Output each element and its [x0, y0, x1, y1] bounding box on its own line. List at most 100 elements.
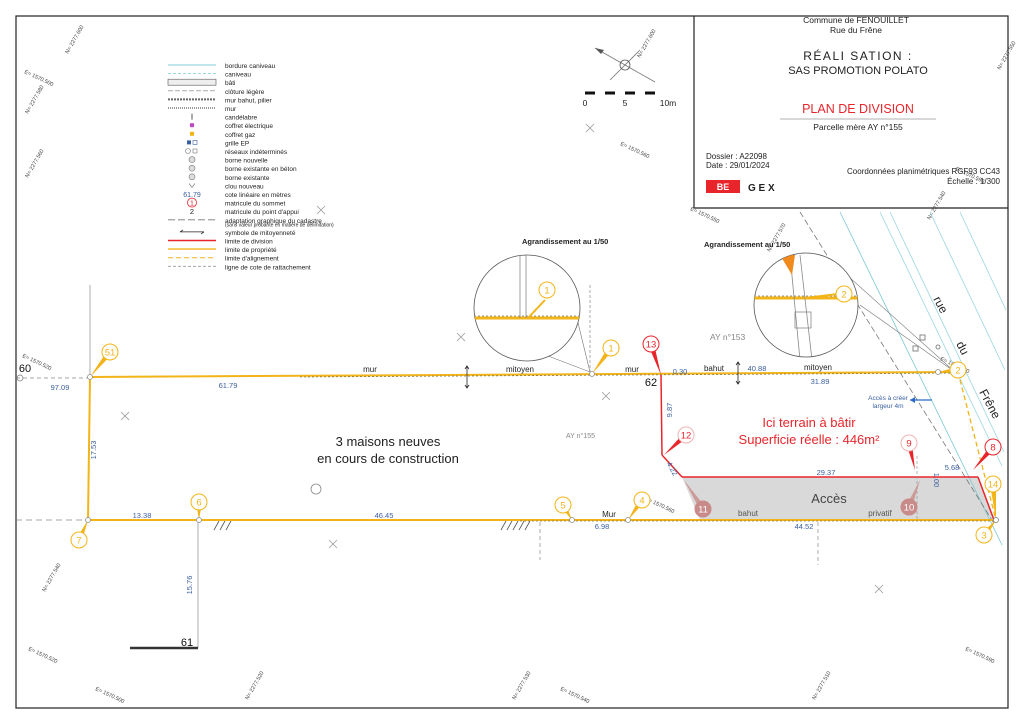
grid-label: N= 2277.600	[65, 25, 86, 55]
borne-nouvelle-icon	[188, 156, 196, 163]
legend-label: borne existante	[225, 175, 270, 182]
vertex-circle-icon	[900, 434, 918, 452]
vertex-label: 7	[76, 536, 81, 547]
vertex-label: 13	[646, 340, 657, 351]
borne-icon	[625, 517, 631, 523]
borne-icon	[569, 517, 575, 523]
grid-label: N= 2277.600	[637, 29, 658, 59]
date: Date : 29/01/2024	[706, 161, 770, 170]
vertex-14: 14	[984, 475, 1002, 523]
vertex-circle-icon	[694, 500, 712, 518]
vertex-label: 8	[990, 443, 995, 454]
vertex-circle-icon	[633, 491, 651, 509]
vertex-circle-icon	[190, 493, 208, 511]
legend-label: matricule du point d'appui	[225, 209, 299, 216]
wall-label: bahut	[738, 509, 759, 518]
vertex-circle-icon	[677, 426, 695, 444]
marker-label: 1	[544, 286, 549, 297]
vertex-label: 9	[906, 439, 911, 450]
vertex-circle-icon	[900, 498, 918, 516]
coffret-gaz-icon	[190, 131, 194, 136]
dimension-15.76: 15.76	[185, 576, 194, 595]
grid-label: E= 1570.550	[689, 206, 720, 225]
grid-label: N= 2277.550	[997, 41, 1018, 71]
legend-cote-sample: 61.79	[183, 192, 201, 199]
grid-label: E= 1570.560	[619, 141, 650, 160]
vertex-circle-icon	[602, 339, 620, 357]
bati-icon	[167, 78, 217, 86]
vertex-6: 6	[190, 493, 208, 523]
dimension-0.30: 0.30	[673, 367, 688, 376]
legend-label: bâti	[225, 80, 235, 87]
coffret-electrique-icon	[190, 123, 194, 128]
legend-label: caniveau	[225, 72, 251, 79]
dimension-29.37: 29.37	[817, 468, 836, 477]
marker-circle-icon	[538, 281, 556, 299]
vertex-2: 2	[935, 361, 967, 379]
legend-candelabre: candélabre	[191, 113, 258, 122]
vertex-11: 11	[684, 480, 712, 518]
vertex-label: 51	[105, 348, 116, 359]
vertex-12: 12	[664, 426, 695, 455]
drawing-frame	[15, 15, 1009, 709]
wall-label: mitoyen	[804, 363, 832, 372]
borne-icon	[993, 517, 999, 523]
vertex-pin-icon	[990, 483, 996, 520]
wall-label: Mur	[602, 510, 616, 519]
commune: Commune de FENOUILLET	[803, 15, 909, 25]
scale-ratio: Échelle : 1/300	[947, 177, 1000, 186]
enlargement-label-2: Agrandissement au 1/50	[704, 240, 790, 249]
legend-label: borne nouvelle	[225, 158, 268, 165]
legend-matricule-sommet: 1 matricule du sommet	[187, 197, 286, 208]
legend-limite-division: limite de division	[168, 239, 273, 246]
vertex-circle-icon	[642, 335, 660, 353]
vertex-7: 7	[70, 517, 91, 549]
vertex-1: 1	[589, 339, 620, 377]
station-60: 60	[19, 363, 31, 375]
grid-label: N= 2277.510	[812, 671, 833, 701]
legend-label: candélabre	[225, 115, 258, 122]
access-to-create-2: largeur 4m	[872, 403, 903, 410]
legend-mur: mur	[168, 106, 237, 113]
logo-mark-box	[706, 180, 740, 193]
legend-limite-alignement: limite d'alignement	[168, 256, 279, 263]
light-fences	[16, 285, 819, 650]
map-labels: AY n°153 AY n°155 3 maisons neuves en co…	[310, 294, 1004, 495]
division-limits	[660, 374, 995, 521]
grid-label: E= 1570.540	[559, 686, 590, 705]
scale-tick-5: 5	[623, 98, 628, 108]
street-label-2: du	[953, 339, 972, 357]
scale-tick-10: 10m	[660, 98, 677, 108]
vertex-label: 3	[981, 531, 986, 542]
station-61: 61	[181, 637, 193, 649]
dimension-40.88: 40.88	[748, 364, 767, 373]
wall-label: privatif	[868, 509, 892, 518]
legend-label: limite de division	[225, 239, 273, 246]
legend-sommet-sample: 1	[190, 201, 194, 208]
legend-label: limite d'alignement	[225, 256, 279, 263]
vertex-circle-icon	[554, 496, 572, 514]
street-edges	[799, 211, 1007, 546]
vertex-label: 14	[988, 480, 999, 491]
title-block: Commune de FENOUILLET Rue du Frêne RÉALI…	[706, 15, 1001, 194]
legend-label: matricule du sommet	[225, 201, 286, 208]
matricule-sommet-icon: 1	[187, 197, 197, 208]
legend-label: cote linéaire en mètres	[225, 192, 292, 199]
enlargement-1: Agrandissement au 1/50	[473, 237, 608, 373]
vertex-label: 4	[639, 496, 644, 507]
candelabre-icon	[935, 344, 941, 350]
vertex-label: 5	[560, 501, 565, 512]
tree-icon	[310, 483, 322, 495]
legend-bati: bâti	[167, 78, 235, 87]
houses-label-2: en cours de construction	[317, 451, 459, 466]
legend-borne-beton: borne existante en béton	[188, 164, 297, 173]
legend-reseaux: réseaux indéterminés	[185, 148, 288, 156]
clou-icon	[188, 183, 196, 188]
scale-tick-0: 0	[583, 98, 588, 108]
north-arrow-icon	[594, 47, 656, 83]
legend-bordure-caniveau: bordure caniveau	[168, 63, 276, 70]
parcel-ref: Parcelle mère AY n°155	[813, 122, 903, 132]
vertex-circle-icon	[70, 531, 88, 549]
